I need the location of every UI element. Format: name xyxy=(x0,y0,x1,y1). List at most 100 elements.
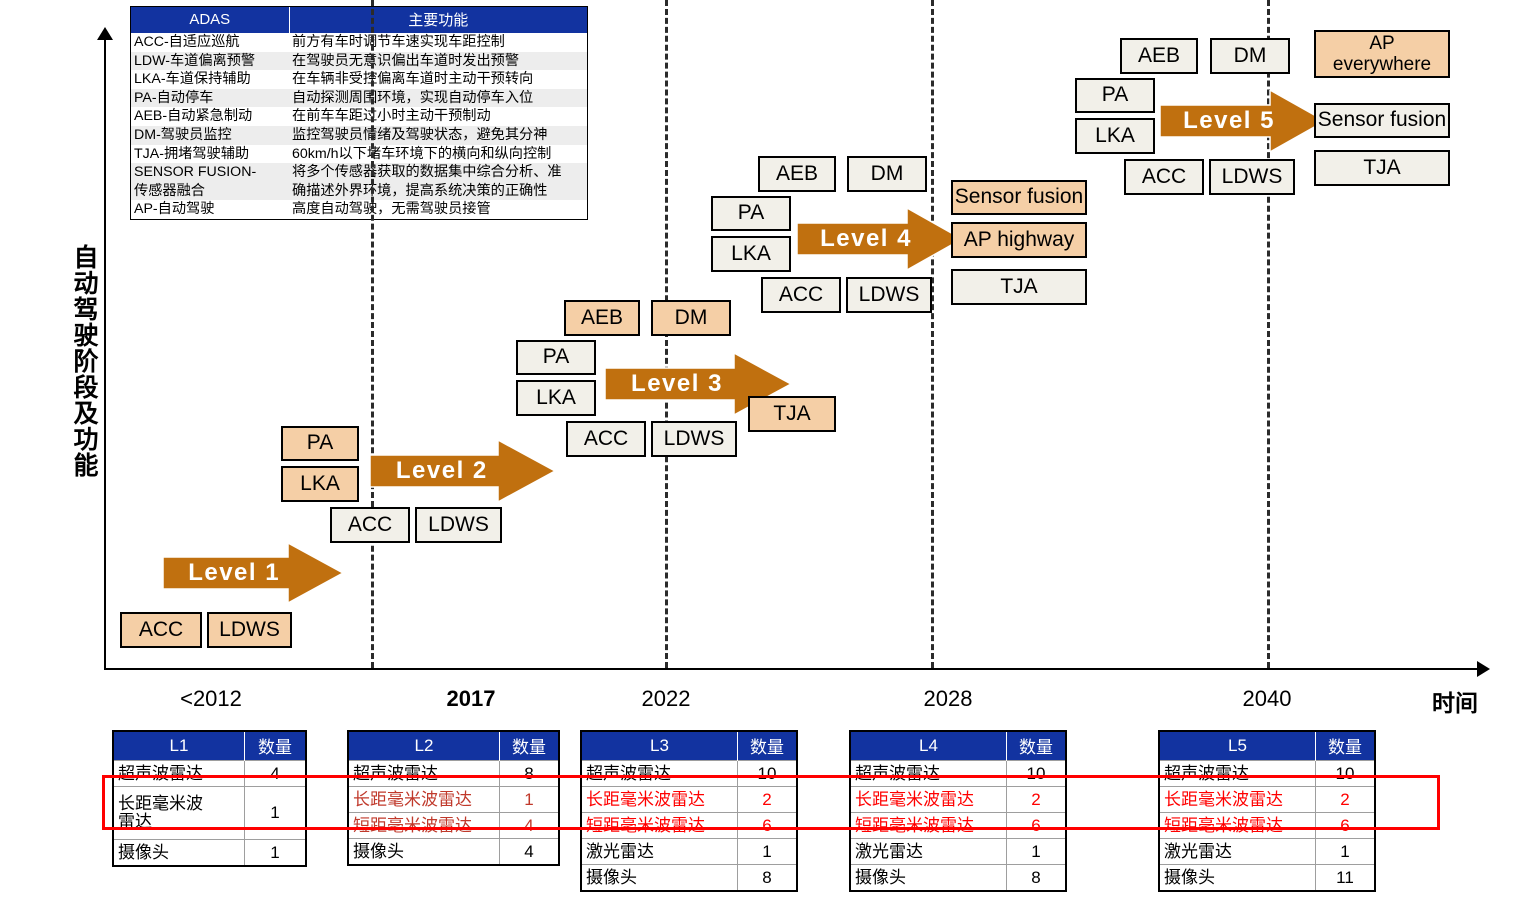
feature-label: ACC xyxy=(347,512,393,536)
level-2-arrow[interactable]: Level 2 xyxy=(370,440,555,502)
feature-box-l4-ldws[interactable]: LDWS xyxy=(846,277,932,313)
sensor-name: 短距毫米波雷达 xyxy=(1158,812,1316,839)
feature-box-l4-dm[interactable]: DM xyxy=(847,156,927,192)
table-header-row: L5 数量 xyxy=(1159,731,1375,761)
level-4-arrow[interactable]: Level 4 xyxy=(797,208,962,270)
x-axis-arrowhead-icon xyxy=(1477,661,1490,677)
sensor-qty: 6 xyxy=(1315,812,1376,839)
feature-box-l4-ap-highway[interactable]: AP highway xyxy=(951,222,1087,258)
adas-desc: 在驾驶员无意识偏出车道时发出预警 xyxy=(289,51,587,71)
level-1-arrow[interactable]: Level 1 xyxy=(163,543,343,603)
adas-desc: 在前车车距过小时主动干预制动 xyxy=(292,108,491,125)
adas-desc: 将多个传感器获取的数据集中综合分析、准 xyxy=(289,163,587,182)
feature-box-l5-acc[interactable]: ACC xyxy=(1124,159,1204,195)
adas-desc: 60km/h以下堵车环境下的横向和纵向控制 xyxy=(292,145,552,162)
sensor-table-header-qty: 数量 xyxy=(244,731,306,761)
feature-label: ACC xyxy=(138,617,184,641)
feature-box-l3-lka[interactable]: LKA xyxy=(516,380,596,416)
feature-box-l4-tja[interactable]: TJA xyxy=(951,269,1087,305)
sensor-table-header-qty: 数量 xyxy=(1006,731,1066,761)
feature-box-l4-lka[interactable]: LKA xyxy=(711,236,791,272)
feature-label: TJA xyxy=(1000,274,1038,298)
feature-box-l4-sensor-fusion[interactable]: Sensor fusion xyxy=(951,180,1087,215)
feature-label: LKA xyxy=(536,385,576,409)
table-row: LDW-车道偏离预警在驾驶员无意识偏出车道时发出预警 xyxy=(131,51,587,71)
feature-box-l4-aeb[interactable]: AEB xyxy=(758,156,836,192)
feature-box-l3-pa[interactable]: PA xyxy=(516,340,596,375)
feature-label: DM xyxy=(1233,43,1267,67)
feature-box-l5-pa[interactable]: PA xyxy=(1075,78,1155,113)
table-row: LKA-车道保持辅助在车辆非受控偏离车道时主动干预转向 xyxy=(131,70,587,89)
feature-box-l2-ldws[interactable]: LDWS xyxy=(415,507,502,543)
sensor-name: 激光雷达 xyxy=(1158,838,1316,865)
feature-box-l1-acc[interactable]: ACC xyxy=(120,612,202,648)
feature-box-l5-dm[interactable]: DM xyxy=(1210,38,1290,74)
table-row: ACC-自适应巡航前方有车时调节车速实现车距控制 xyxy=(131,33,587,52)
feature-box-l5-sensor-fusion[interactable]: Sensor fusion xyxy=(1314,103,1450,138)
feature-box-l2-acc[interactable]: ACC xyxy=(330,507,410,543)
feature-box-l5-ldws[interactable]: LDWS xyxy=(1209,159,1295,195)
adas-abbr: PA-自动停车 xyxy=(131,88,289,108)
table-row: AEB-自动紧急制动 在前车车距过小时主动干预制动 xyxy=(131,107,587,126)
sensor-name: 激光雷达 xyxy=(580,838,738,865)
feature-box-l1-ldws[interactable]: LDWS xyxy=(207,612,292,648)
sensor-qty: 2 xyxy=(1006,786,1067,813)
table-row: DM-驾驶员监控监控驾驶员情绪及驾驶状态，避免其分神 xyxy=(131,126,587,145)
sensor-name: 长距毫米波雷达 xyxy=(849,786,1007,813)
feature-box-l5-aeb[interactable]: AEB xyxy=(1120,38,1198,74)
feature-box-l3-tja[interactable]: TJA xyxy=(748,396,836,432)
feature-box-l5-tja[interactable]: TJA xyxy=(1314,150,1450,186)
sensor-table-header-level: L2 xyxy=(348,731,500,761)
feature-box-l3-acc[interactable]: ACC xyxy=(566,421,646,457)
sensor-name: 超声波雷达 xyxy=(347,760,500,787)
feature-label: ACC xyxy=(583,426,629,450)
table-row: SENSOR FUSION-将多个传感器获取的数据集中综合分析、准 xyxy=(131,163,587,182)
feature-box-l4-acc[interactable]: ACC xyxy=(761,277,841,313)
feature-box-l2-pa[interactable]: PA xyxy=(281,426,359,461)
feature-box-l3-aeb[interactable]: AEB xyxy=(564,300,640,336)
feature-label: AP highway xyxy=(963,227,1075,251)
feature-box-l2-lka[interactable]: LKA xyxy=(281,466,359,502)
sensor-name: 摄像头 xyxy=(1158,864,1316,891)
sensor-name: 超声波雷达 xyxy=(112,760,245,787)
sensor-qty: 10 xyxy=(737,760,798,787)
sensor-name: 长距毫米波雷达 xyxy=(580,786,738,813)
x-axis-line xyxy=(104,668,1484,670)
feature-label: LDWS xyxy=(663,426,725,450)
adas-abbr: ACC-自适应巡航 xyxy=(134,34,240,50)
feature-label: LDWS xyxy=(219,617,280,641)
feature-label: PA xyxy=(542,345,570,369)
adas-abbr: DM-驾驶员监控 xyxy=(131,126,289,145)
feature-label: Sensor fusion xyxy=(1317,108,1447,132)
feature-label: LDWS xyxy=(428,512,489,536)
feature-label-line2: everywhere xyxy=(1332,54,1432,75)
feature-box-l3-ldws[interactable]: LDWS xyxy=(651,421,737,457)
sensor-qty: 4 xyxy=(244,760,307,787)
sensor-qty: 8 xyxy=(499,760,560,787)
feature-box-l5-ap-everywhere[interactable]: AP everywhere xyxy=(1314,30,1450,78)
feature-box-l4-pa[interactable]: PA xyxy=(711,196,791,231)
adas-desc: 确描述外界环境，提高系统决策的正确性 xyxy=(289,181,587,201)
sensor-name: 长距毫米波 雷达 xyxy=(112,786,245,840)
sensor-name: 长距毫米波雷达 xyxy=(347,786,500,813)
feature-label: LKA xyxy=(731,241,771,265)
feature-box-l5-lka[interactable]: LKA xyxy=(1075,118,1155,154)
level-5-arrow[interactable]: Level 5 xyxy=(1160,90,1325,152)
feature-label: TJA xyxy=(1363,155,1401,179)
feature-box-l3-dm[interactable]: DM xyxy=(651,300,731,336)
adas-header-abbr: ADAS xyxy=(131,7,290,33)
x-tick-2040: 2040 xyxy=(1242,686,1292,711)
adas-abbr: AP-自动驾驶 xyxy=(134,201,215,218)
adas-abbr: AEB-自动紧急制动 xyxy=(134,108,253,125)
